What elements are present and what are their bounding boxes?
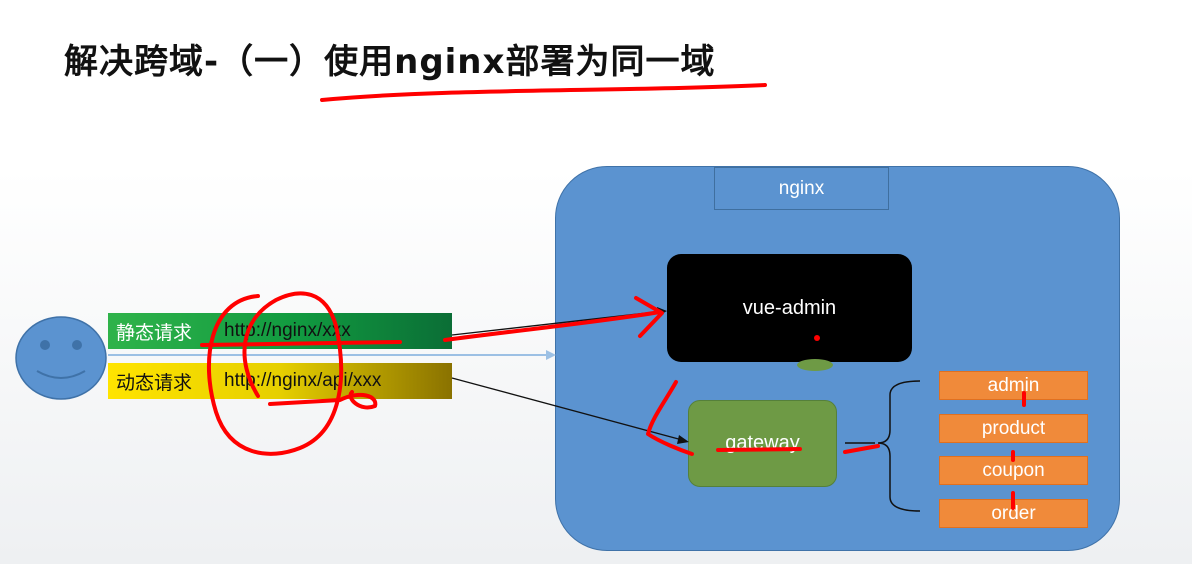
user-smiley-icon xyxy=(15,316,107,400)
vue-admin-node: vue-admin xyxy=(667,254,912,362)
gateway-arrow xyxy=(646,380,694,456)
title-underline xyxy=(320,83,767,102)
red-annotations xyxy=(200,83,1026,510)
service-product: product xyxy=(939,414,1088,443)
api-scribble xyxy=(268,390,378,410)
dynamic-arrow xyxy=(451,377,687,442)
gateway-underline xyxy=(716,447,802,452)
user-arrow-head xyxy=(546,350,556,360)
gateway-node: gateway xyxy=(688,400,837,487)
dynamic-request-label: 动态请求 xyxy=(116,371,193,394)
circle-annotation xyxy=(206,291,344,456)
services-brace xyxy=(877,380,921,512)
page-title: 解决跨域-（一）使用nginx部署为同一域 xyxy=(64,42,716,82)
green-handle xyxy=(797,359,833,371)
static-url-underline xyxy=(200,340,402,347)
service-admin: admin xyxy=(939,371,1088,400)
nginx-label: nginx xyxy=(714,167,889,210)
static-request-label: 静态请求 xyxy=(116,321,193,344)
static-request-url: http://nginx/xxx xyxy=(224,320,351,341)
